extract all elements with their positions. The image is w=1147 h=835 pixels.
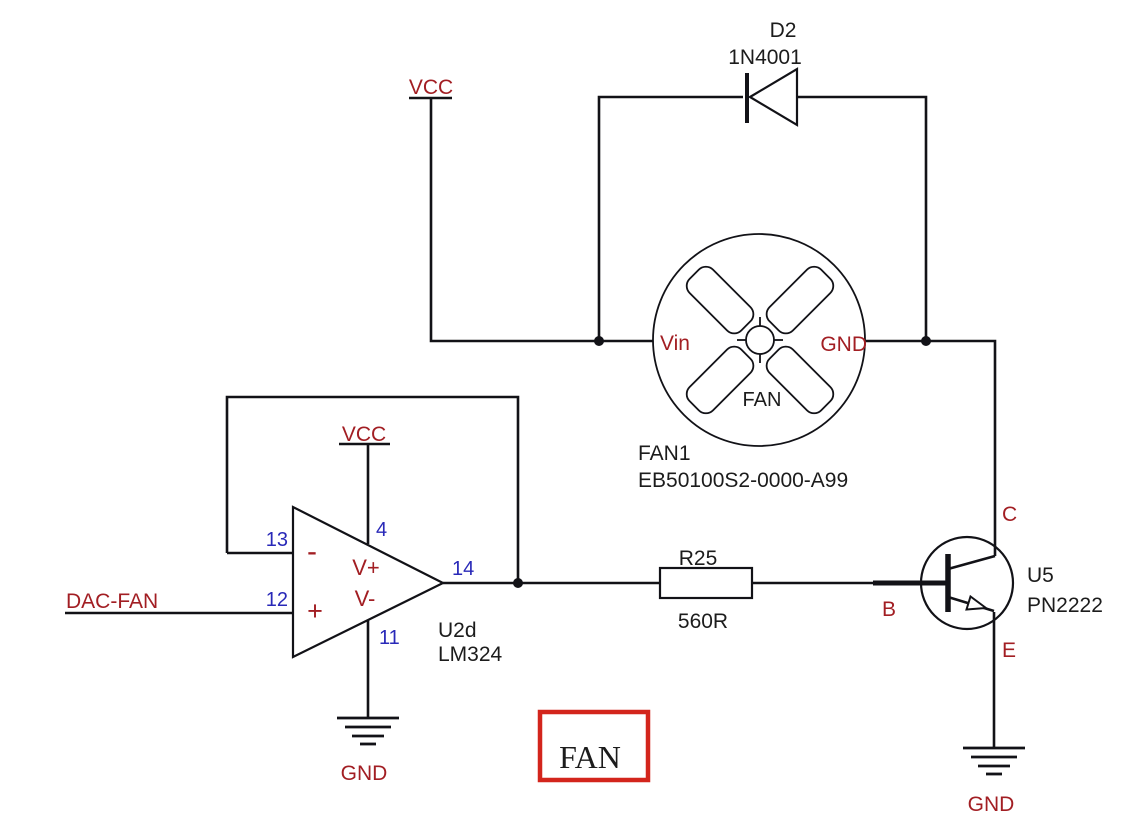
fan-blade <box>765 345 835 415</box>
wire-fan-gnd-to-collector <box>865 339 997 556</box>
net-label-vcc-top: VCC <box>409 76 453 99</box>
junction-dot <box>513 578 523 588</box>
net-label-gnd-right: GND <box>968 793 1015 816</box>
transistor-collector-lead <box>947 554 996 571</box>
opamp-pin11-number: 11 <box>379 627 400 649</box>
transistor-emitter-arrow <box>965 594 989 611</box>
opamp-ref-label: U2d <box>438 619 477 642</box>
fan-symbol-label: FAN <box>743 389 782 411</box>
opamp-symbol: - + V+ V- <box>291 505 446 659</box>
ground-symbol-right <box>963 746 1025 776</box>
diode-triangle <box>747 67 799 127</box>
opamp-vplus-label: V+ <box>352 555 380 580</box>
fan-ref-label: FAN1 <box>638 442 691 465</box>
wire-diode-right <box>797 95 928 341</box>
fan-blade <box>765 265 835 335</box>
fan-symbol: FAN <box>652 233 866 447</box>
sheet-title-border <box>537 709 651 783</box>
opamp-pin13-number: 13 <box>266 529 288 551</box>
resistor-ref-label: R25 <box>679 547 718 570</box>
sheet-title-box: FAN <box>537 709 651 783</box>
diode-d2-symbol <box>745 67 799 127</box>
wires <box>65 95 997 748</box>
transistor-symbol <box>919 535 1015 631</box>
wire-diode-left <box>597 95 743 341</box>
net-label-vcc-opamp: VCC <box>342 423 386 446</box>
ground-symbol-opamp <box>337 716 399 746</box>
opamp-noninverting-sign: + <box>307 596 323 626</box>
resistor-value-label: 560R <box>678 610 728 633</box>
opamp-pin14-number: 14 <box>452 558 474 580</box>
wire-vcc-to-fan-vin <box>429 98 653 343</box>
transistor-body-circle <box>919 535 1015 631</box>
fan-pin-vin-label: Vin <box>660 332 690 355</box>
opamp-part-label: LM324 <box>438 643 503 666</box>
sheet-title-text: FAN <box>559 739 621 775</box>
junction-dot <box>594 336 604 346</box>
opamp-pin4-number: 4 <box>376 519 387 541</box>
junction-dot <box>921 336 931 346</box>
transistor-emitter-label: E <box>1002 639 1016 662</box>
opamp-triangle <box>291 505 446 659</box>
resistor-body <box>658 566 754 600</box>
net-label-gnd-opamp: GND <box>341 762 388 785</box>
fan-blades <box>685 265 835 415</box>
diode-part-label: 1N4001 <box>728 46 802 69</box>
wire-feedback-loop <box>225 395 520 583</box>
fan-blade <box>685 345 755 415</box>
transistor-part-label: PN2222 <box>1027 594 1103 617</box>
net-label-dac-fan: DAC-FAN <box>66 590 158 613</box>
diode-ref-label: D2 <box>770 19 797 42</box>
fan-blade <box>685 265 755 335</box>
opamp-vminus-label: V- <box>355 586 376 611</box>
fan-part-label: EB50100S2-0000-A99 <box>638 469 848 492</box>
transistor-base-label: B <box>882 598 896 621</box>
opamp-pin12-number: 12 <box>266 589 288 611</box>
opamp-inverting-sign: - <box>307 535 317 568</box>
fan-hub <box>745 325 775 355</box>
transistor-collector-label: C <box>1002 503 1017 526</box>
transistor-ref-label: U5 <box>1027 564 1054 587</box>
fan-pin-gnd-label: GND <box>820 333 867 356</box>
